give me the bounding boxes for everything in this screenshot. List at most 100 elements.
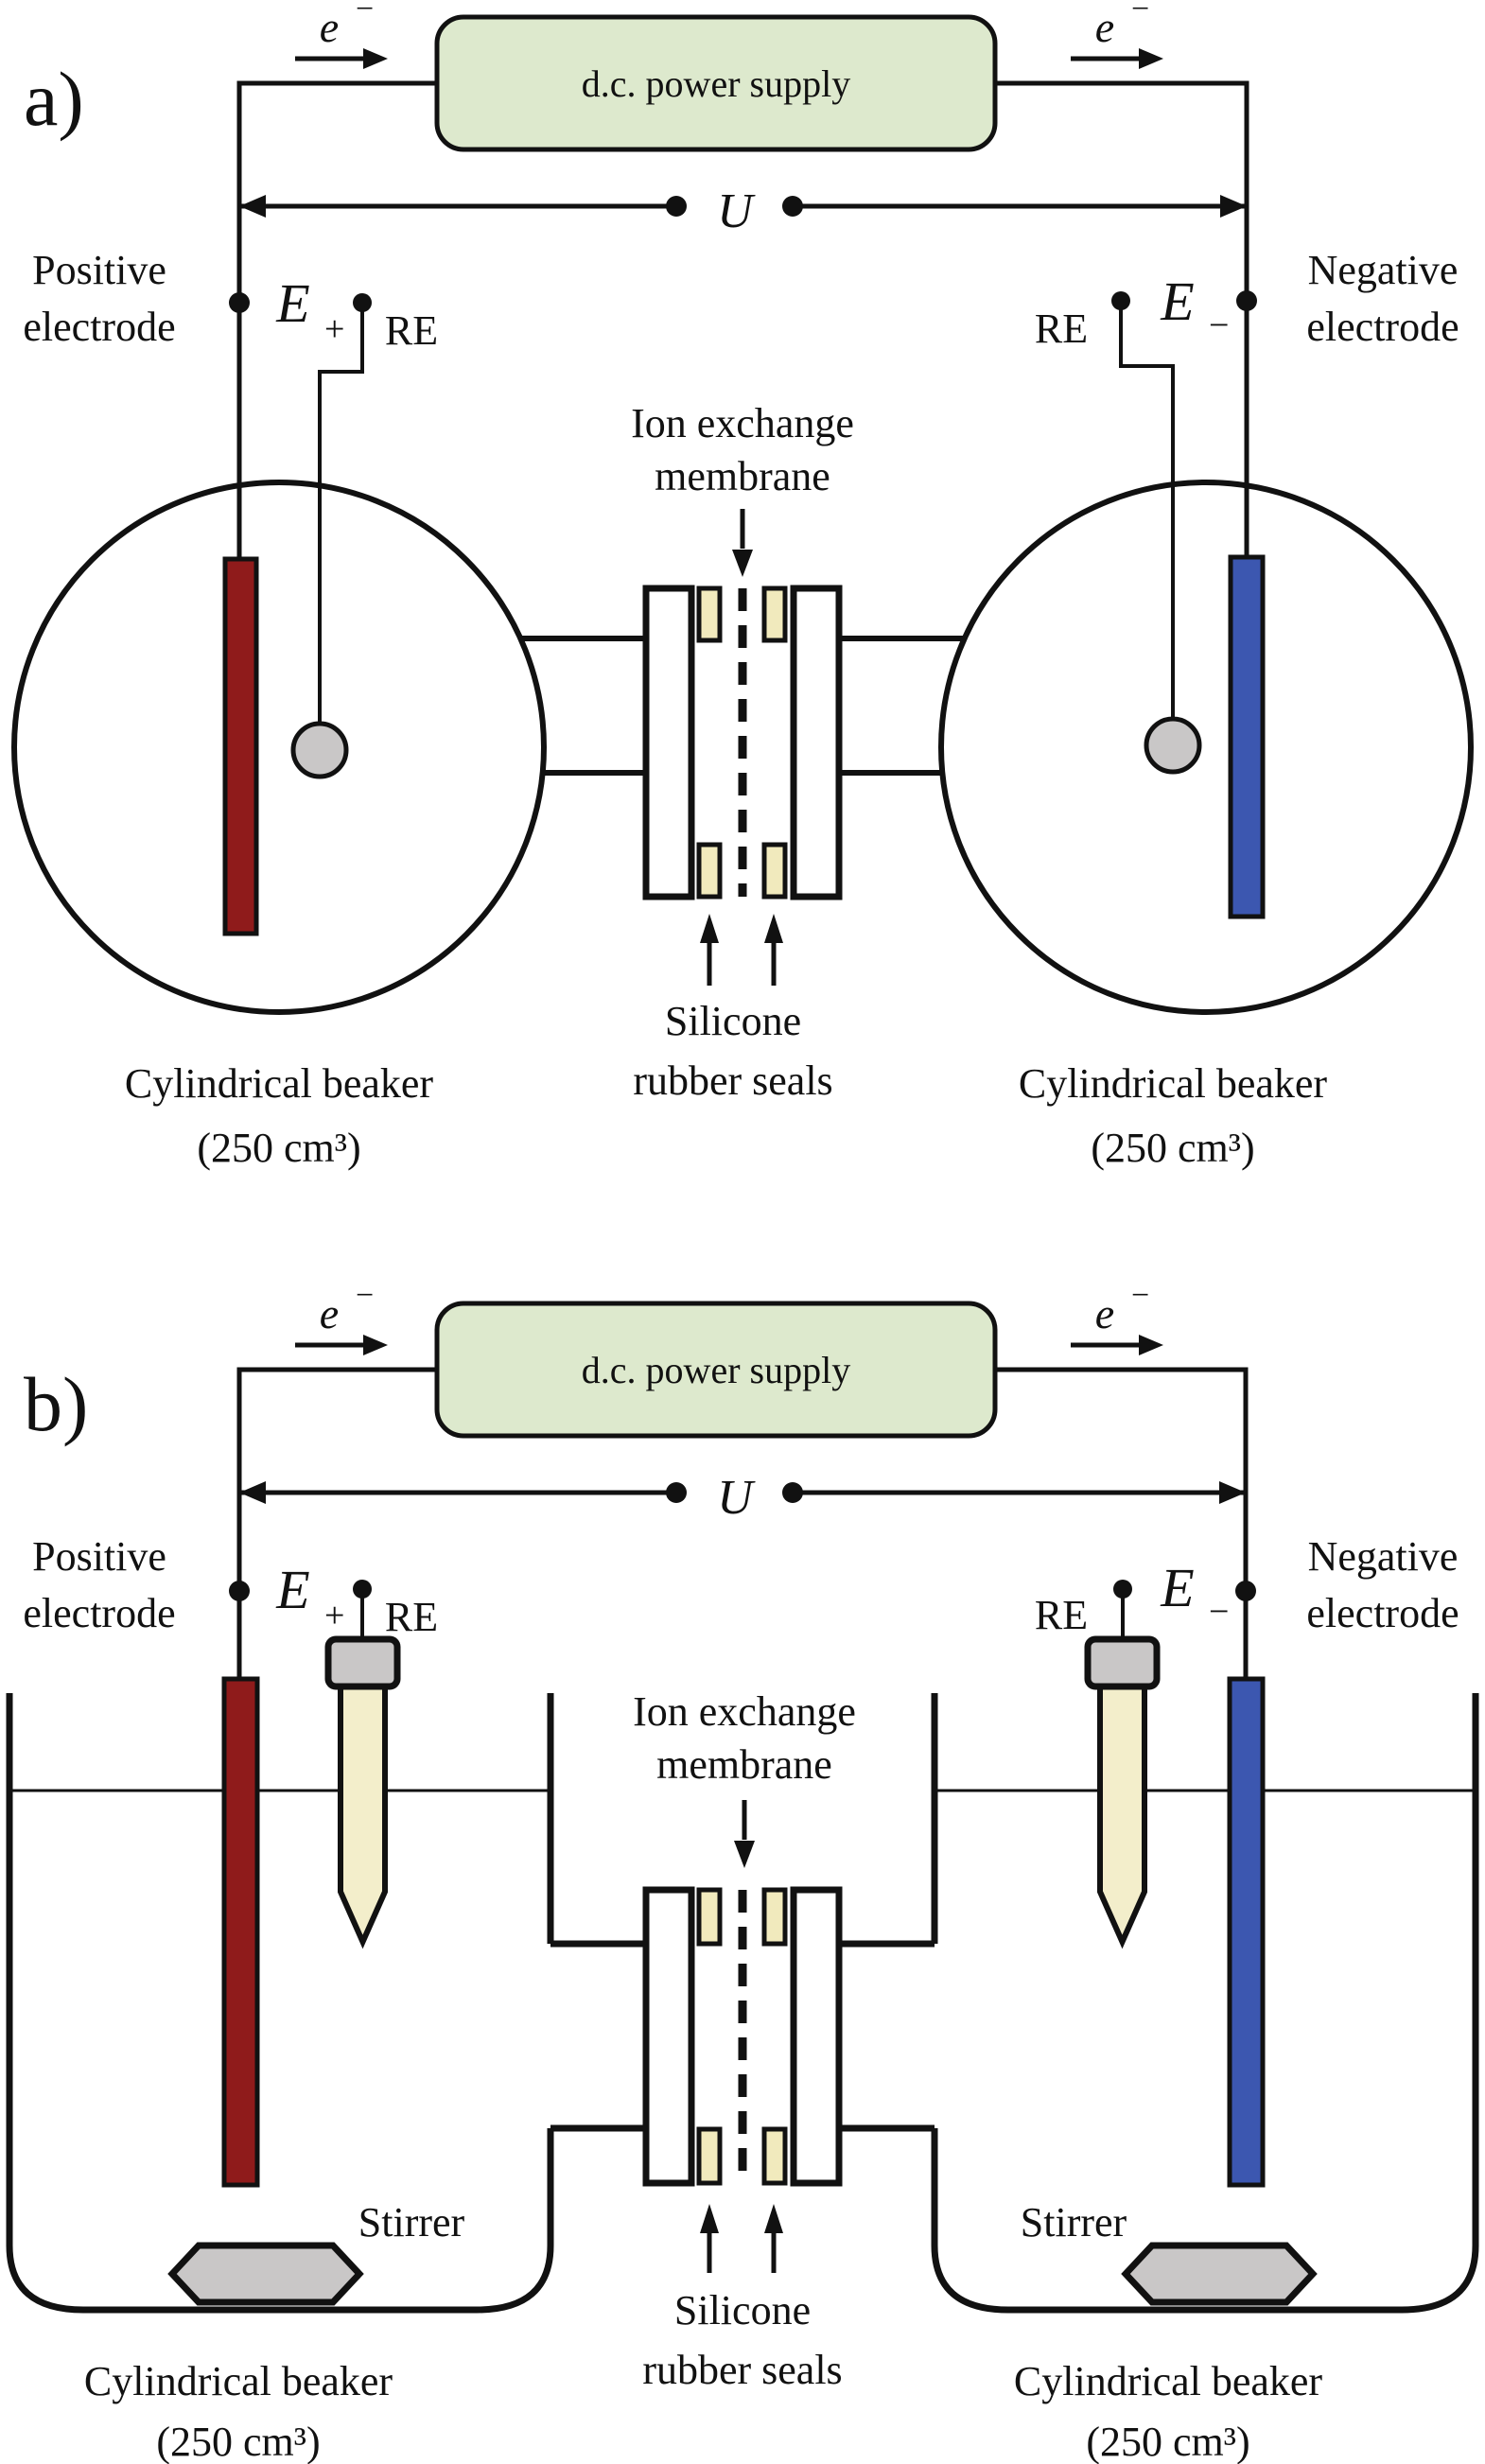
silicone-seal-bottom-left-a (696, 842, 723, 900)
electron-label-right-b: e (1095, 1289, 1114, 1337)
beaker-outline-right-b (931, 1693, 1479, 2314)
seals-label-line1-a: Silicone (665, 998, 801, 1044)
seals-label-line2-a: rubber seals (633, 1057, 832, 1104)
negative-electrode-line1-b: Negative (1308, 1533, 1459, 1580)
reference-electrode-probe-right-b (1097, 1682, 1147, 1949)
reference-electrode-cap-right-b (1084, 1635, 1161, 1690)
seal-arrow-head-right-a (764, 914, 783, 943)
electron-sup-left-b: − (356, 1278, 374, 1313)
e-plus-label-a: E (275, 272, 309, 334)
silicone-seal-bottom-right-b (761, 2126, 788, 2186)
negative-electrode-bar-a (1228, 554, 1266, 919)
electron-sup-left-a: − (356, 0, 374, 26)
seal-arrow-head-right-b (764, 2204, 783, 2233)
positive-electrode-bar-a (222, 556, 259, 936)
wire-negative-a (995, 80, 1249, 557)
positive-electrode-line2-a: electrode (23, 304, 175, 350)
e-minus-sub-a: − (1209, 306, 1229, 345)
e-minus-node-dot-a (1236, 290, 1257, 311)
negative-electrode-line2-a: electrode (1306, 304, 1459, 350)
positive-electrode-bar-b (221, 1676, 260, 2188)
panel-b-tag: b) (24, 1361, 88, 1447)
electron-arrow-head-right-a (1139, 48, 1163, 69)
panel-a-tag: a) (24, 56, 84, 142)
stirrer-bar-right-b (1121, 2242, 1318, 2306)
re-node-dot-right-a (1111, 291, 1130, 310)
beaker-label-left-line2-a: (250 cm³) (197, 1125, 360, 1171)
electron-label-right-a: e (1095, 3, 1114, 51)
reference-electrode-top-view-right-a (1144, 716, 1202, 775)
u-arrow-head-right-b (1219, 1481, 1246, 1504)
u-dot-right-a (782, 196, 803, 217)
panel-b: d.c. power supply e − e − U (6, 1278, 1479, 2464)
wire-negative-b (995, 1367, 1249, 1682)
silicone-seal-top-right-b (761, 1887, 788, 1947)
clamp-flange-left-a (642, 585, 695, 900)
silicone-seal-bottom-right-a (761, 842, 788, 900)
re-label-right-b: RE (1035, 1592, 1088, 1638)
re-node-dot-left-a (353, 293, 372, 312)
beaker-label-left-line1-b: Cylindrical beaker (84, 2358, 393, 2404)
re-label-right-a: RE (1035, 306, 1088, 352)
negative-electrode-line1-a: Negative (1308, 247, 1459, 293)
re-label-left-a: RE (385, 307, 438, 354)
reference-electrode-top-view-left-a (290, 721, 349, 779)
electron-arrow-head-left-a (363, 48, 388, 69)
negative-electrode-bar-b (1227, 1676, 1266, 2188)
dc-power-supply-label-a: d.c. power supply (582, 62, 850, 105)
electron-arrow-head-left-b (363, 1335, 388, 1355)
u-label-a: U (717, 184, 756, 238)
panel-a: d.c. power supply e − e − U (11, 0, 1474, 1171)
u-arrow-head-right-a (1220, 195, 1247, 218)
silicone-seal-top-right-a (761, 585, 788, 643)
seals-label-line2-b: rubber seals (642, 2347, 842, 2393)
e-plus-sub-a: + (324, 309, 344, 349)
beaker-circle-right (938, 480, 1474, 1015)
membrane-arrow-head-a (732, 550, 753, 577)
beaker-label-left-line2-b: (250 cm³) (156, 2419, 320, 2464)
e-minus-label-a: E (1160, 271, 1194, 332)
e-minus-sub-b: − (1209, 1592, 1229, 1632)
clamp-flange-left-b (642, 1886, 695, 2187)
clamp-flange-right-a (790, 585, 843, 900)
beaker-label-right-line2-b: (250 cm³) (1086, 2419, 1249, 2464)
silicone-seal-top-left-b (696, 1887, 723, 1947)
reference-electrode-cap-left-b (324, 1635, 401, 1690)
positive-electrode-line1-b: Positive (32, 1533, 166, 1580)
e-plus-node-dot-b (229, 1581, 250, 1601)
electron-label-left-a: e (320, 3, 339, 51)
seal-arrow-head-left-a (700, 914, 719, 943)
membrane-label-line1-b: Ion exchange (633, 1688, 856, 1735)
beaker-label-right-line2-a: (250 cm³) (1091, 1125, 1254, 1171)
u-dot-left-a (666, 196, 687, 217)
u-arrow-head-left-b (239, 1481, 266, 1504)
silicone-seal-top-left-a (696, 585, 723, 643)
stirrer-bar-left-b (167, 2242, 364, 2306)
wire-positive-a (236, 80, 437, 559)
re-wire-right-a (1119, 301, 1175, 719)
e-plus-sub-b: + (324, 1596, 344, 1635)
electron-label-left-b: e (320, 1289, 339, 1337)
membrane-label-line1-a: Ion exchange (631, 400, 854, 446)
seal-arrow-head-left-b (700, 2204, 719, 2233)
beaker-circle-left (11, 480, 547, 1015)
silicone-seal-bottom-left-b (696, 2126, 723, 2186)
re-wire-left-a (318, 303, 364, 724)
re-node-dot-left-b (353, 1580, 372, 1599)
electron-sup-right-a: − (1131, 0, 1149, 26)
beaker-label-right-line1-b: Cylindrical beaker (1014, 2358, 1323, 2404)
u-dot-left-b (666, 1482, 687, 1503)
reference-electrode-probe-left-b (338, 1682, 388, 1949)
wire-positive-b (236, 1367, 437, 1682)
membrane-label-line2-a: membrane (655, 453, 830, 499)
positive-electrode-line2-b: electrode (23, 1590, 175, 1636)
u-label-b: U (717, 1471, 756, 1525)
membrane-label-line2-b: membrane (656, 1741, 832, 1788)
re-label-left-b: RE (385, 1594, 438, 1640)
positive-electrode-line1-a: Positive (32, 247, 166, 293)
electron-sup-right-b: − (1131, 1278, 1149, 1313)
negative-electrode-line2-b: electrode (1306, 1590, 1459, 1636)
u-arrow-head-left-a (239, 195, 266, 218)
beaker-label-right-line1-a: Cylindrical beaker (1019, 1060, 1328, 1107)
